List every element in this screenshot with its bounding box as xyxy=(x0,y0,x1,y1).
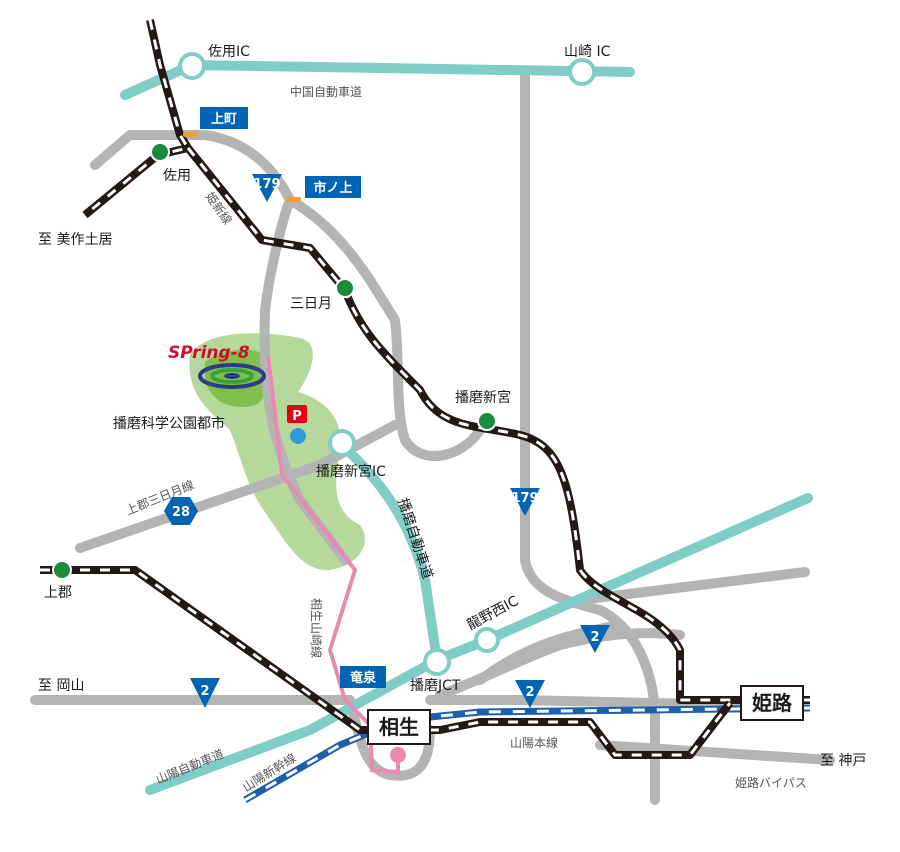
spring8-logo: SPring-8 xyxy=(168,343,266,389)
aioi-bus-stop-marker xyxy=(390,747,406,763)
to-okayama-label: 至 岡山 xyxy=(38,678,84,694)
interchange-markers xyxy=(178,52,596,676)
harima-shingu-ic-marker xyxy=(328,429,356,457)
svg-text:市ノ上: 市ノ上 xyxy=(313,180,352,196)
himeji-station-box: 姫路 xyxy=(740,685,804,721)
to-kobe-label: 至 神戸 xyxy=(820,753,866,769)
harima-expressway-label: 播磨自動車道 xyxy=(394,496,436,581)
harima-shingu-station-marker xyxy=(477,411,497,431)
sayo-ic-label: 佐用IC xyxy=(208,44,250,60)
jr-railways xyxy=(40,19,810,759)
svg-text:28: 28 xyxy=(172,505,190,520)
yamasaki-ic-label: 山崎 IC xyxy=(564,44,611,60)
harima-shingu-ic-label: 播磨新宮IC xyxy=(316,464,386,480)
route-2-shield-b: 2 xyxy=(515,680,545,708)
to-mimasaka-label: 至 美作土居 xyxy=(38,232,112,248)
chugoku-expressway-label: 中国自動車道 xyxy=(290,84,362,99)
aioi-station-box: 相生 xyxy=(367,709,431,745)
himeji-bypass-label: 姫路バイパス xyxy=(735,775,807,790)
route-179-shield-a: 179 xyxy=(252,174,282,202)
sayo-ic-marker xyxy=(178,52,206,80)
mikazuki-station-label: 三日月 xyxy=(290,296,332,312)
svg-text:2: 2 xyxy=(525,685,534,700)
tatsuno-nishi-ic-marker xyxy=(474,627,500,653)
route-2-shield-a: 2 xyxy=(190,678,220,708)
sayo-station-marker xyxy=(150,142,170,162)
svg-text:姫路: 姫路 xyxy=(752,691,793,715)
route-28-shield: 28 xyxy=(164,497,198,525)
aioi-yamasaki-shuttle-route xyxy=(266,354,400,775)
kamigori-station-marker xyxy=(52,560,72,580)
svg-text:179: 179 xyxy=(511,491,538,506)
svg-text:上町: 上町 xyxy=(211,112,237,127)
svg-text:2: 2 xyxy=(590,630,599,645)
svg-text:P: P xyxy=(292,409,302,424)
science-city-label: 播磨科学公園都市 xyxy=(113,415,225,432)
svg-text:179: 179 xyxy=(253,177,280,192)
svg-text:相生: 相生 xyxy=(379,715,419,739)
harima-shingu-station-label: 播磨新宮 xyxy=(455,390,511,406)
kamimachi-label-box: 上町 xyxy=(200,107,248,129)
route-179-shield-b: 179 xyxy=(510,488,540,516)
mikazuki-station-marker xyxy=(335,278,355,298)
svg-text:2: 2 xyxy=(200,684,209,699)
parking-location-marker xyxy=(290,428,306,444)
sanyo-main-line-label: 山陽本線 xyxy=(510,735,558,750)
aioi-yamasaki-line-label: 相生山崎線 xyxy=(309,598,324,658)
svg-text:SPring-8: SPring-8 xyxy=(168,343,250,363)
station-markers xyxy=(52,142,497,580)
tatsuizumi-label-box: 竜泉 xyxy=(340,666,386,688)
parking-icon: P xyxy=(287,405,307,424)
harima-jct-marker xyxy=(423,648,451,676)
sayo-station-label: 佐用 xyxy=(163,168,191,184)
ichinokami-label-box: 市ノ上 xyxy=(305,176,361,198)
harima-jct-label: 播磨JCT xyxy=(410,678,461,694)
kamigori-station-label: 上郡 xyxy=(44,585,72,601)
traffic-signal-markers xyxy=(183,132,301,202)
svg-text:竜泉: 竜泉 xyxy=(350,670,377,686)
harima-expressway-line xyxy=(337,440,442,665)
route-2-shield-c: 2 xyxy=(580,625,610,653)
yamasaki-ic-marker xyxy=(568,58,596,86)
